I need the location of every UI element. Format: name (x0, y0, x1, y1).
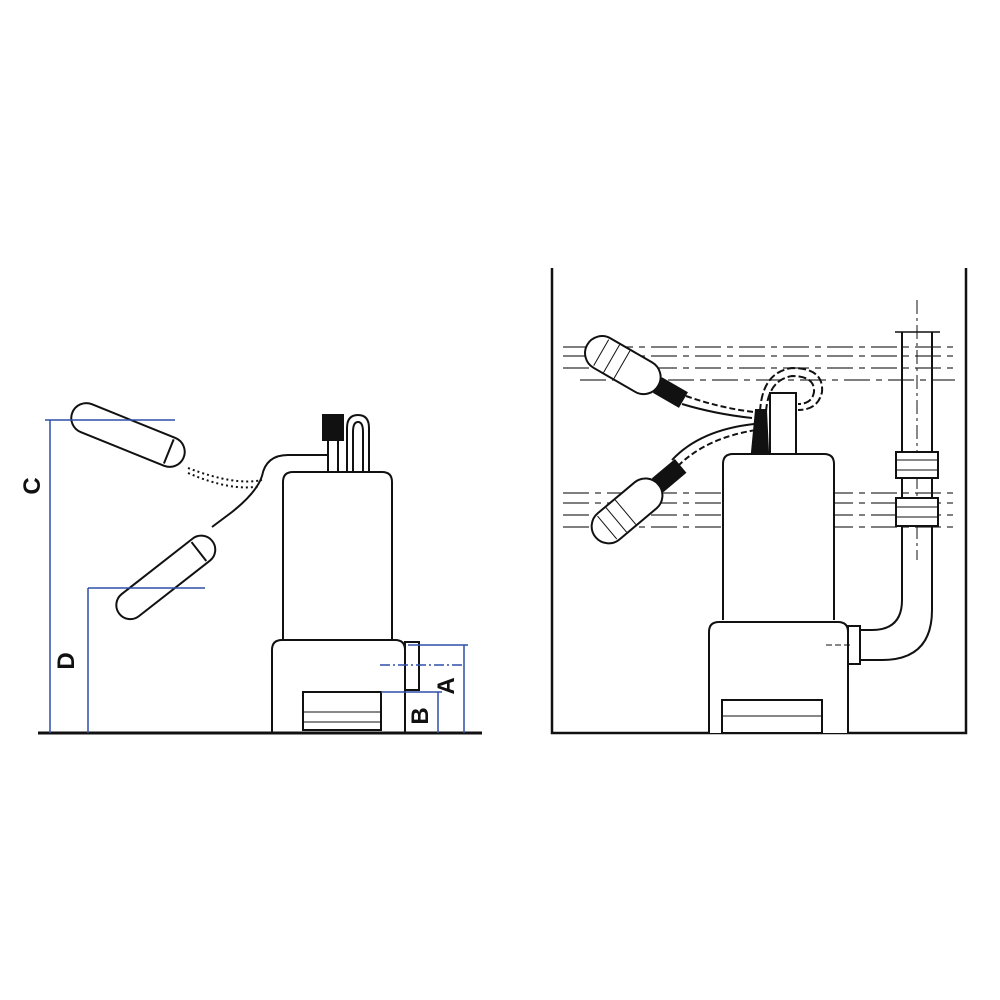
right-cable-upper (681, 403, 753, 419)
right-pump-motor-body (722, 453, 835, 620)
dimension-d-label: D (53, 652, 80, 669)
cable-gland (322, 414, 344, 441)
pump-base (271, 639, 406, 733)
discharge-pipe (852, 332, 903, 631)
dimension-b-label: B (407, 707, 434, 724)
pump-inlet-opening (302, 691, 382, 731)
right-pump-stem (769, 392, 797, 455)
float-cable-upper (211, 454, 328, 528)
pump-motor-body (282, 471, 393, 640)
left-dimension-diagram (38, 402, 482, 735)
float-switch-upper (70, 402, 186, 468)
float-switch-lower (115, 534, 217, 621)
pipe-coupling-upper (895, 451, 939, 479)
cable-loop (759, 366, 824, 413)
dimension-a-label: A (433, 677, 460, 694)
pump-outlet-nozzle (404, 641, 420, 691)
dimension-lines (45, 419, 468, 733)
pipe-coupling-lower (895, 497, 939, 527)
right-float-lower (590, 458, 687, 545)
right-installation-diagram (550, 268, 968, 735)
pump-handle (346, 413, 370, 472)
right-float-upper (584, 335, 688, 408)
right-cable-lower (671, 423, 755, 461)
dimension-c-label: C (19, 477, 46, 494)
float-cable-upper-dotted (187, 467, 263, 483)
